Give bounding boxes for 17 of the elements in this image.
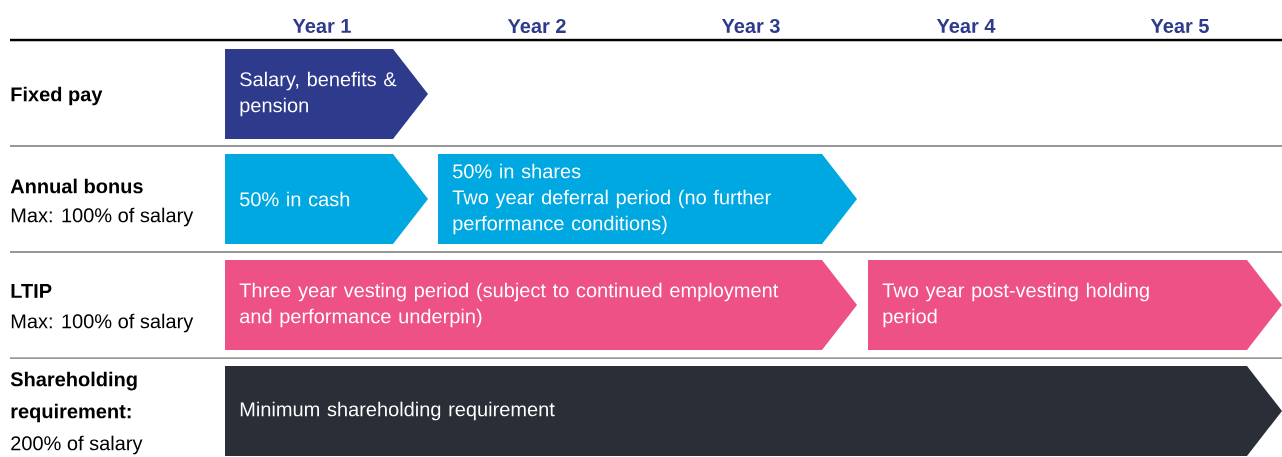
year-heading: Year 4 [936, 19, 996, 33]
year-heading: Year 5 [1150, 19, 1209, 33]
row-label: Max: 100% of salary [11, 207, 194, 227]
row-label: Fixed pay [11, 86, 103, 106]
chevron-bar: Two year post-vesting holding period [868, 260, 1282, 350]
row-label: 200% of salary [11, 435, 143, 455]
year-heading: Year 2 [507, 18, 566, 34]
row-label: Max: 100% of salary [11, 313, 194, 333]
row-label: Shareholding requirement: [10, 371, 137, 423]
chevron-bar: 50% in cash [225, 154, 428, 244]
year-heading: Year 3 [721, 18, 780, 34]
chevron-bar: Minimum shareholding requirement [225, 366, 1282, 456]
chevron-bar: 50% in shares Two year deferral period (no further performance conditions) [438, 154, 857, 244]
chevron-bar: Salary, benefits & pension [225, 49, 428, 139]
row-label: Annual bonus [10, 178, 143, 194]
chevron-bar: Three year vesting period (subject to continued employment and performance underpin) [225, 260, 857, 350]
row-label: LTIP [11, 284, 52, 298]
